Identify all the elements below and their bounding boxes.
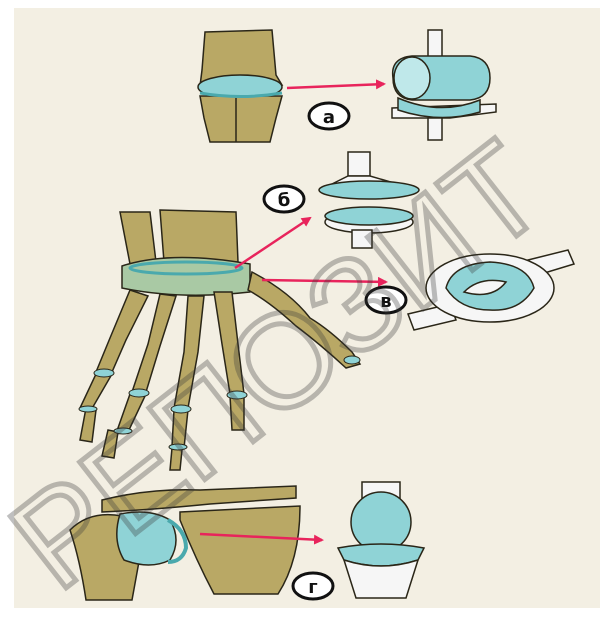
- finger-joint-bones: [198, 30, 282, 142]
- label-b-circle: б: [264, 186, 304, 212]
- label-g-circle: г: [293, 573, 333, 599]
- label-b: б: [278, 190, 291, 211]
- label-a-circle: а: [309, 103, 349, 129]
- label-g: г: [308, 577, 317, 598]
- label-a: а: [323, 107, 335, 128]
